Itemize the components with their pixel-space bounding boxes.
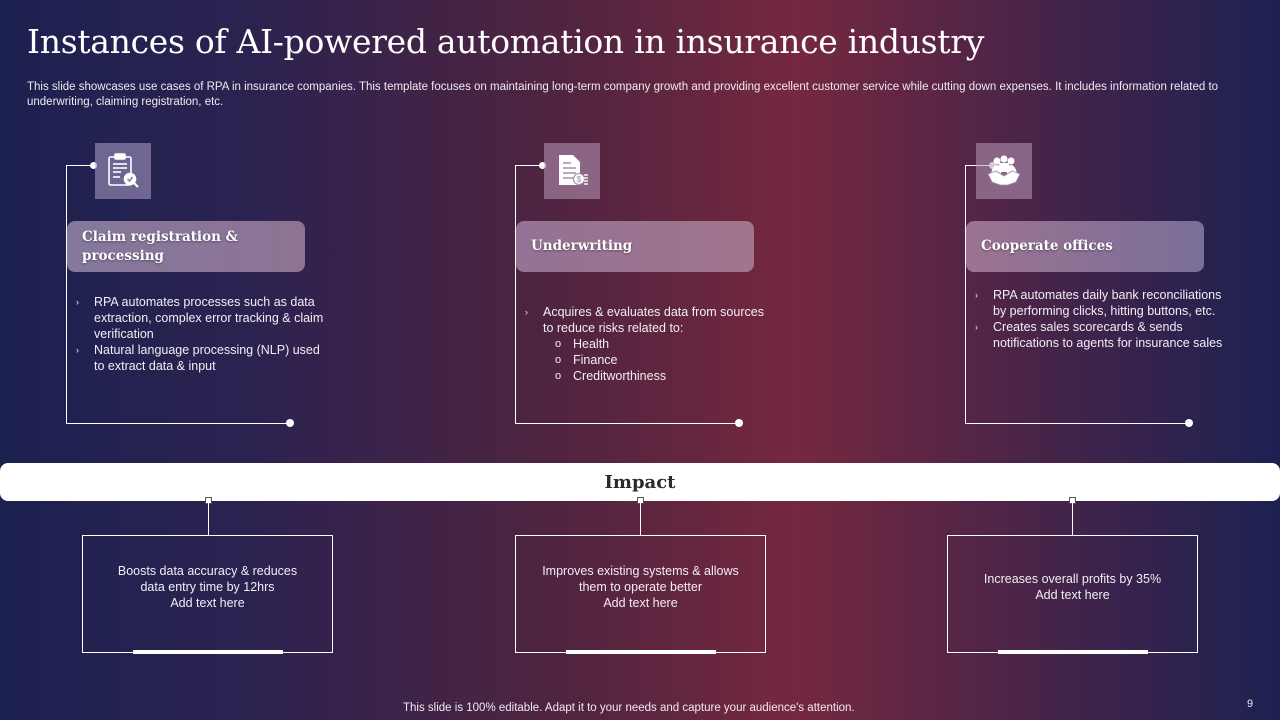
bullet-list: ›RPA automates processes such as data ex… — [76, 294, 326, 374]
page-number: 9 — [1247, 698, 1254, 710]
clipboard-check-icon — [95, 143, 151, 199]
connector-dot — [735, 419, 743, 427]
connector-line — [208, 503, 209, 536]
impact-box-accuracy: Boosts data accuracy & reduces data entr… — [82, 535, 333, 654]
impact-box-profits: Increases overall profits by 35% Add tex… — [947, 535, 1198, 654]
connector-dot — [1185, 419, 1193, 427]
card-cooperate-offices: Cooperate offices ›RPA automates daily b… — [965, 143, 1225, 428]
impact-banner: Impact — [0, 463, 1280, 501]
accent-bar — [998, 650, 1148, 654]
card-underwriting: $ Underwriting ›Acquires & evaluates dat… — [515, 143, 775, 428]
frame-line — [965, 165, 966, 424]
impact-text: Improves existing systems & allows them … — [542, 564, 739, 594]
document-dollar-icon: $ — [544, 143, 600, 199]
list-item: ›RPA automates processes such as data ex… — [76, 295, 324, 341]
connector-dot — [539, 162, 546, 169]
connector-line — [640, 503, 641, 536]
slide-subtitle: This slide showcases use cases of RPA in… — [27, 81, 1219, 108]
frame-line — [965, 423, 1187, 424]
slide-title: Instances of AI-powered automation in in… — [27, 22, 985, 61]
frame-line — [66, 423, 288, 424]
impact-placeholder: Add text here — [603, 596, 678, 610]
handshake-team-icon — [976, 143, 1032, 199]
accent-bar — [133, 650, 283, 654]
bullet-list: ›Acquires & evaluates data from sources … — [525, 304, 775, 384]
frame-line — [515, 165, 542, 166]
accent-bar — [566, 650, 716, 654]
list-item: ›Natural language processing (NLP) used … — [76, 343, 320, 373]
frame-line — [515, 423, 737, 424]
card-heading: Underwriting — [516, 221, 754, 272]
impact-text: Boosts data accuracy & reduces data entr… — [117, 564, 298, 594]
list-item: ›Acquires & evaluates data from sources … — [525, 305, 764, 335]
bullet-list: ›RPA automates daily bank reconciliation… — [975, 287, 1225, 351]
connector-dot — [286, 419, 294, 427]
impact-box-systems: Improves existing systems & allows them … — [515, 535, 766, 654]
connector-line — [1072, 503, 1073, 536]
card-claim-registration: Claim registration & processing ›RPA aut… — [66, 143, 326, 428]
card-heading: Cooperate offices — [966, 221, 1204, 272]
list-item: ›Creates sales scorecards & sends notifi… — [975, 320, 1223, 350]
svg-text:$: $ — [577, 175, 582, 184]
list-item: ›RPA automates daily bank reconciliation… — [975, 288, 1222, 318]
card-heading: Claim registration & processing — [67, 221, 305, 272]
frame-line — [66, 165, 93, 166]
impact-text: Increases overall profits by 35% — [983, 572, 1162, 586]
connector-dot — [90, 162, 97, 169]
impact-placeholder: Add text here — [1035, 588, 1110, 602]
impact-placeholder: Add text here — [170, 596, 245, 610]
footer-note: This slide is 100% editable. Adapt it to… — [403, 702, 855, 714]
frame-line — [66, 165, 67, 424]
frame-line — [515, 165, 516, 424]
